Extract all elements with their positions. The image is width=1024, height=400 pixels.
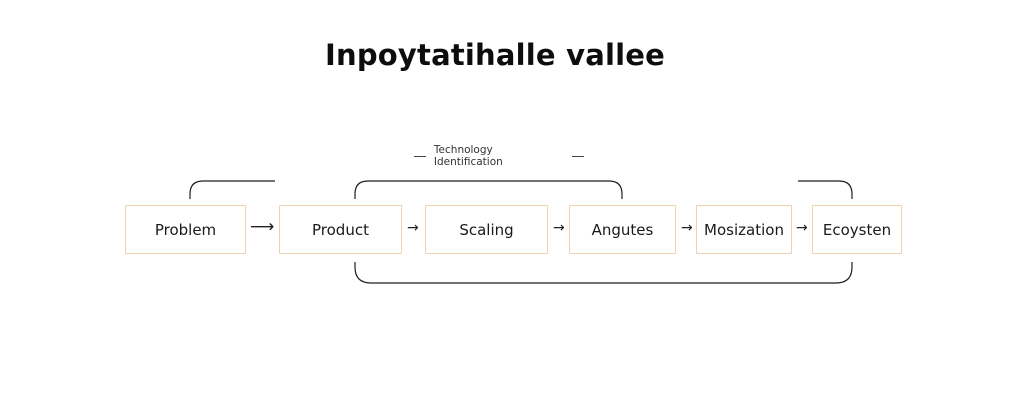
node-label: Angutes (591, 220, 654, 239)
arrow-right-icon: → (553, 220, 565, 236)
node-problem: Problem (125, 205, 246, 254)
arrow-right-icon: ⟶ (250, 217, 275, 237)
node-label: Scaling (459, 220, 514, 239)
connector-product-angutes-top (354, 180, 623, 199)
node-label: Problem (154, 220, 217, 239)
node-product: Product (279, 205, 402, 254)
dash-left (414, 155, 426, 157)
connector-problem-top (189, 180, 275, 199)
dash-right (572, 155, 584, 157)
arrow-right-icon: → (407, 220, 419, 236)
node-label: Product (312, 220, 369, 239)
section-label: Technology Identification (414, 144, 584, 168)
connector-bottom-loop (354, 262, 853, 284)
node-label: Mosization (704, 220, 784, 239)
connector-ecosystem-top (798, 180, 853, 199)
node-label: Ecoysten (822, 220, 892, 239)
node-ecosystem: Ecoysten (812, 205, 902, 254)
diagram-title: Inpoytatihalle vallee (324, 38, 665, 72)
node-angutes: Angutes (569, 205, 676, 254)
arrow-right-icon: → (681, 220, 693, 236)
node-scaling: Scaling (425, 205, 548, 254)
section-label-text: Technology Identification (433, 144, 503, 168)
node-mosization: Mosization (696, 205, 792, 254)
arrow-right-icon: → (796, 220, 808, 236)
